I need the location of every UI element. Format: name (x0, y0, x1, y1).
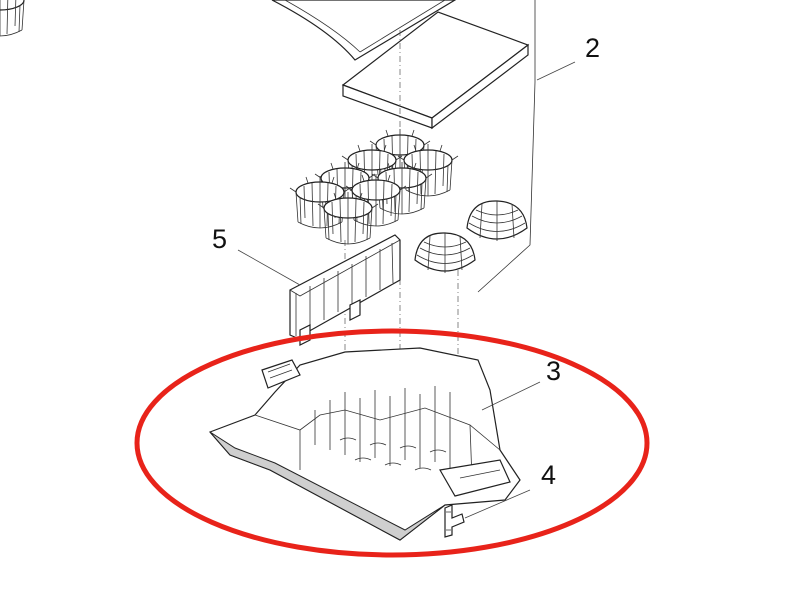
filter-base-tray (208, 347, 521, 541)
highlight-ellipse (134, 328, 650, 558)
leader-line-4 (464, 489, 531, 519)
leader-line-2 (536, 61, 576, 81)
leader-line-5 (237, 249, 301, 286)
foam-dome-left (414, 232, 476, 273)
callout-label-4: 4 (541, 460, 557, 490)
leader-line-3 (481, 381, 541, 411)
housing-outline (477, 0, 536, 293)
callout-label-5: 5 (212, 224, 228, 254)
filter-grate (289, 234, 401, 346)
callout-label-3: 3 (546, 356, 562, 386)
bio-media-cluster (0, 0, 459, 245)
elbow-connector (444, 504, 465, 538)
lid-arc (271, 0, 457, 61)
foam-dome-right (466, 200, 528, 241)
callout-label-2: 2 (585, 33, 601, 63)
filter-sponge-pad (341, 11, 530, 130)
